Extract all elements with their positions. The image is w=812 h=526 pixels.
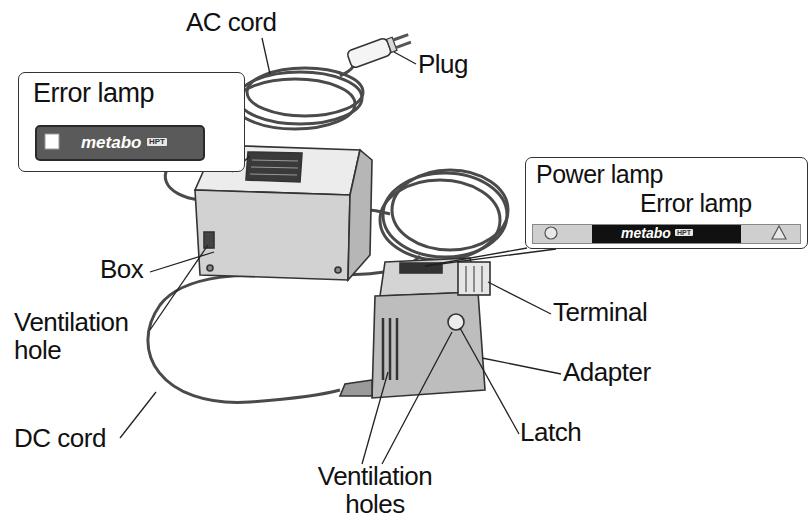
leader-line — [262, 38, 270, 74]
vent-slot — [396, 318, 399, 380]
leader-line — [425, 249, 556, 266]
lamp-panel: metabo HPT — [35, 125, 205, 161]
screw — [335, 267, 341, 273]
plug-pin — [396, 42, 411, 47]
adapter-body — [372, 292, 485, 398]
part-label: AC cord — [186, 8, 276, 36]
leader-line — [394, 52, 416, 64]
cord-loop — [392, 170, 508, 250]
leader-line — [382, 332, 452, 464]
strain-relief — [340, 380, 372, 396]
leader-line — [460, 328, 519, 434]
terminal-block — [458, 262, 490, 295]
callout-inset: Error lamp metabo HPT — [18, 72, 245, 172]
leader-line — [362, 372, 388, 464]
terminal-slot — [482, 266, 483, 292]
box-recess — [246, 152, 302, 182]
latch-button — [448, 314, 464, 330]
brand-badge: HPT — [147, 138, 167, 146]
vent-slot — [389, 318, 392, 380]
lamp-panel: metabo HPT — [532, 224, 801, 244]
error-lamp-symbol — [772, 226, 786, 239]
part-label: Latch — [520, 418, 581, 446]
leader-line — [425, 248, 527, 266]
hatch-line — [252, 160, 298, 161]
part-label: Terminal — [553, 298, 647, 326]
part-label: Power lamp — [536, 161, 663, 187]
brand-logo: metabo — [81, 134, 141, 152]
box-front — [195, 190, 350, 280]
leader-line — [150, 252, 214, 272]
hatch-line — [251, 167, 298, 168]
plug-drawing — [346, 30, 412, 69]
error-lamp-symbol — [45, 134, 59, 149]
screw — [207, 265, 213, 271]
plug-pin — [393, 35, 408, 40]
hatch-line — [250, 174, 297, 175]
dc-cord — [148, 170, 508, 402]
leader-line — [482, 358, 561, 374]
box-side — [348, 150, 372, 280]
part-label: Error lamp — [33, 79, 154, 107]
part-label: Error lamp — [640, 190, 752, 216]
adapter-drawing — [340, 258, 490, 398]
vent-hole — [204, 232, 214, 248]
part-label: Plug — [418, 50, 468, 78]
brand-badge: HPT — [675, 229, 693, 236]
part-label: Box — [100, 255, 143, 283]
callout-inset: Power lampError lamp metabo HPT — [525, 157, 808, 249]
leader-line — [120, 392, 156, 438]
brand-logo: metabo — [621, 226, 671, 241]
part-label: Ventilation hole — [14, 308, 164, 364]
part-label: DC cord — [14, 424, 106, 452]
leader-line — [150, 245, 208, 330]
terminal-slot — [474, 266, 475, 292]
part-label: Adapter — [563, 358, 651, 386]
part-label: Ventilation holes — [295, 462, 455, 518]
power-lamp-symbol — [545, 227, 557, 239]
vent-slot — [382, 318, 385, 380]
plug-body — [346, 37, 392, 68]
terminal-slot — [466, 266, 467, 292]
cord-loop — [247, 68, 363, 116]
leader-line — [488, 282, 551, 314]
